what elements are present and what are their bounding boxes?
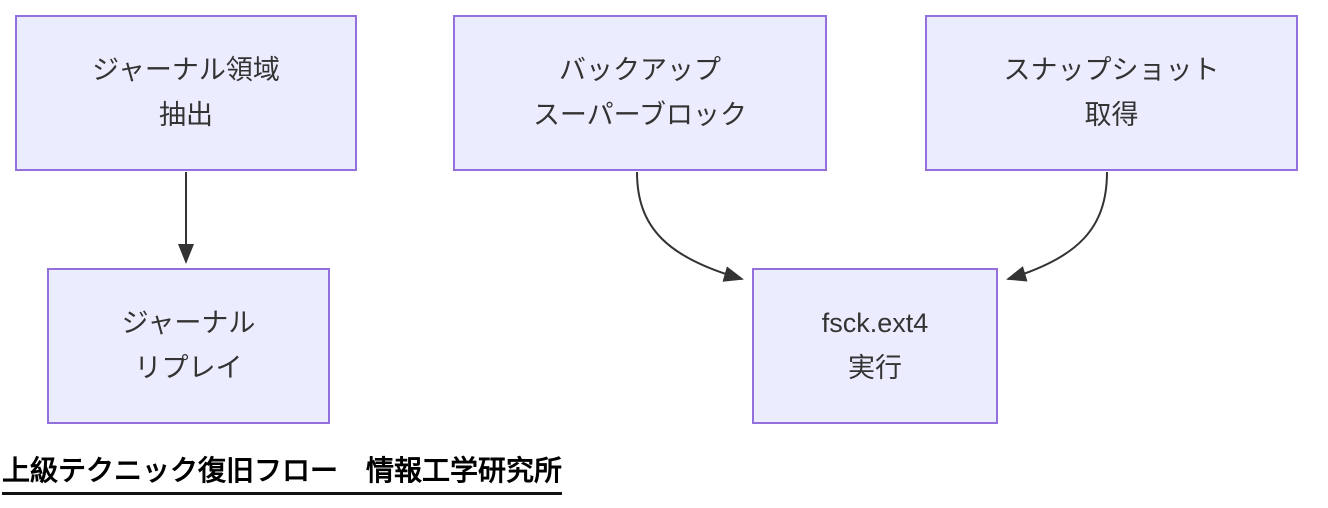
node-label-line: 抽出	[159, 100, 213, 130]
node-label-line: リプレイ	[134, 353, 243, 383]
edge-backup-superblock-to-fsck-run	[636, 171, 744, 282]
node-label-line: バックアップ	[559, 55, 721, 86]
node-label-line: ジャーナル領域	[92, 55, 280, 86]
node-journal-extract: ジャーナル領域 抽出	[15, 15, 357, 171]
node-snapshot-take: スナップショット 取得	[925, 15, 1298, 171]
node-label-line: スーパーブロック	[532, 100, 748, 130]
node-label-line: 取得	[1084, 100, 1139, 130]
edge-snapshot-take-to-fsck-run	[1006, 171, 1108, 282]
node-fsck-run: fsck.ext4 実行	[752, 268, 998, 424]
node-label-line: スナップショット	[1003, 55, 1220, 86]
node-label-line: ジャーナル	[121, 308, 256, 339]
node-journal-replay: ジャーナル リプレイ	[47, 268, 330, 424]
node-label-line: 実行	[848, 353, 902, 383]
diagram-caption: 上級テクニック復旧フロー 情報工学研究所	[2, 449, 563, 495]
node-label-line: fsck.ext4	[821, 308, 929, 339]
node-backup-superblock: バックアップ スーパーブロック	[453, 15, 827, 171]
